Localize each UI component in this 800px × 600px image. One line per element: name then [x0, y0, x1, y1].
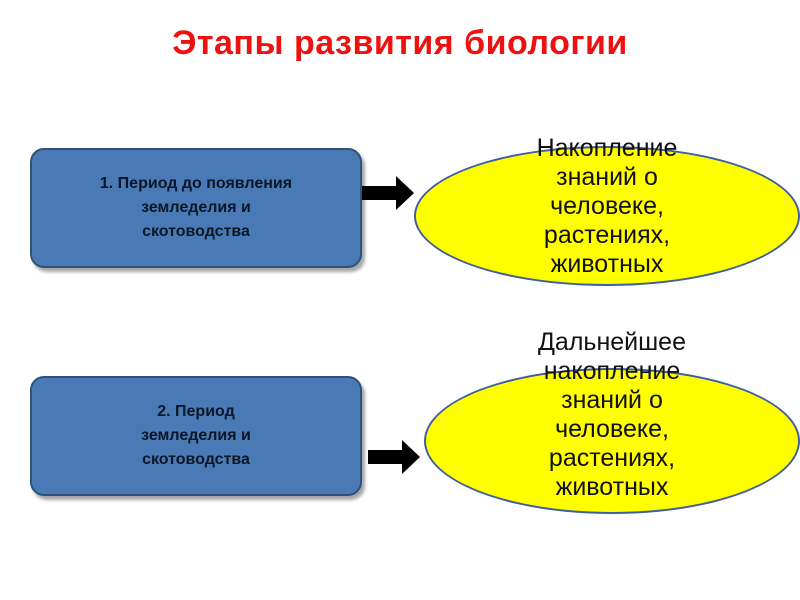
period-label-1: 1. Период до появления земледелия и скот…	[99, 175, 293, 240]
slide-title: Этапы развития биологии	[172, 24, 628, 62]
period-label-2: 2. Период земледелия и скотоводства	[141, 403, 251, 468]
result-ellipse-1	[414, 146, 800, 286]
result-text-2: Дальнейшее накопление знаний о человеке,…	[538, 328, 686, 501]
result-ellipse-2	[424, 368, 800, 514]
result-text-1: Накопление знаний о человеке, растениях,…	[536, 134, 678, 278]
arrow-right-icon	[368, 440, 420, 474]
period-box-2: 2. Период земледелия и скотоводства	[30, 376, 362, 496]
arrow-right-icon	[362, 176, 414, 210]
period-box-1: 1. Период до появления земледелия и скот…	[30, 148, 362, 268]
